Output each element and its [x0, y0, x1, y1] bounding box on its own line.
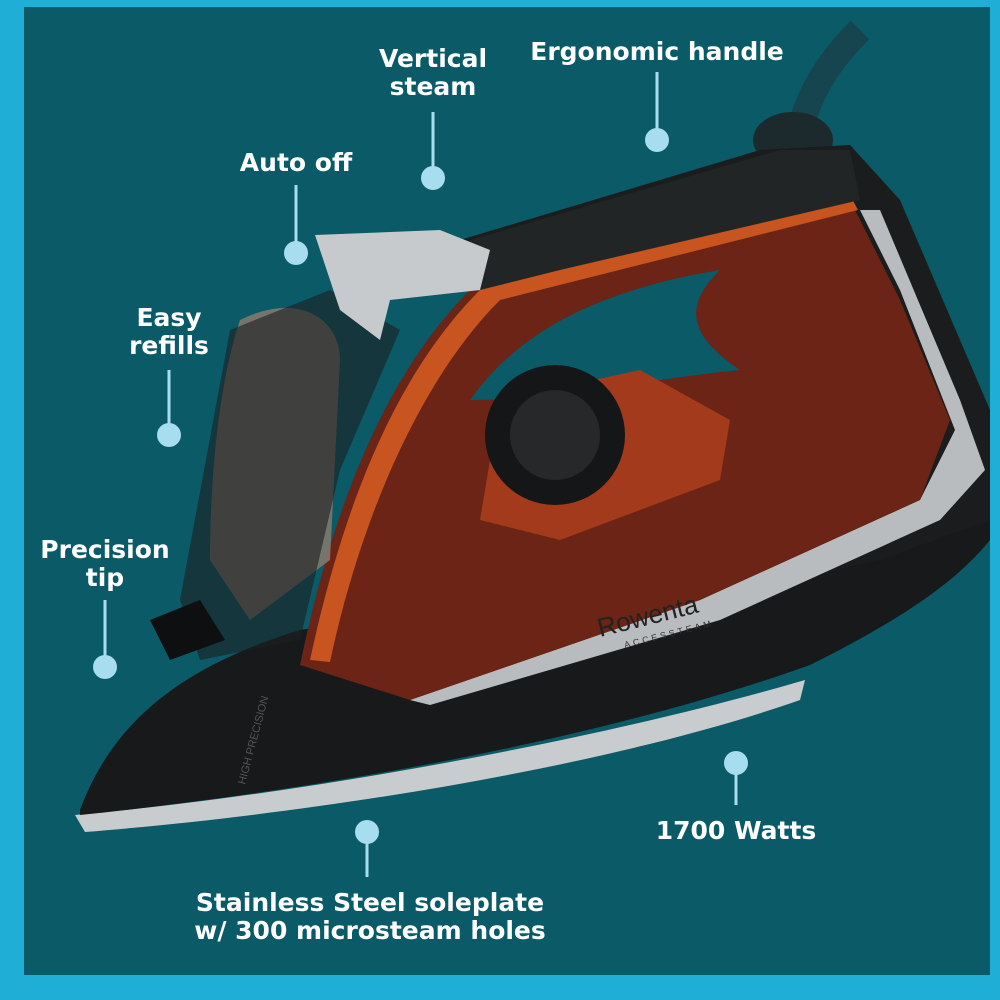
- precision-tip-button: [150, 600, 225, 660]
- callout-line: [734, 763, 738, 805]
- callout-dot: [284, 241, 308, 265]
- callout-line: [167, 370, 171, 428]
- callout-line: [365, 832, 369, 877]
- callout-ergonomic-handle: Ergonomic handle: [530, 37, 784, 66]
- silver-trim: [410, 210, 985, 705]
- callout-line: [294, 185, 298, 247]
- handle: [470, 150, 860, 290]
- callout-line: [103, 600, 107, 660]
- callout-vertical-steam: Vertical steam: [378, 44, 488, 101]
- callout-dot: [421, 166, 445, 190]
- callout-soleplate: Stainless Steel soleplate w/ 300 microst…: [194, 888, 546, 945]
- callout-auto-off: Auto off: [239, 148, 353, 177]
- callout-watts: 1700 Watts: [655, 816, 817, 845]
- callout-precision-tip: Precision tip: [40, 535, 170, 592]
- soleplate: [75, 680, 805, 832]
- front-black: [180, 290, 400, 660]
- callout-dot: [157, 423, 181, 447]
- steam-trigger: [315, 230, 490, 340]
- callout-line: [655, 72, 659, 134]
- callout-line: [431, 112, 435, 170]
- callout-dot: [93, 655, 117, 679]
- callout-dot: [645, 128, 669, 152]
- callout-easy-refills: Easy refills: [129, 303, 209, 360]
